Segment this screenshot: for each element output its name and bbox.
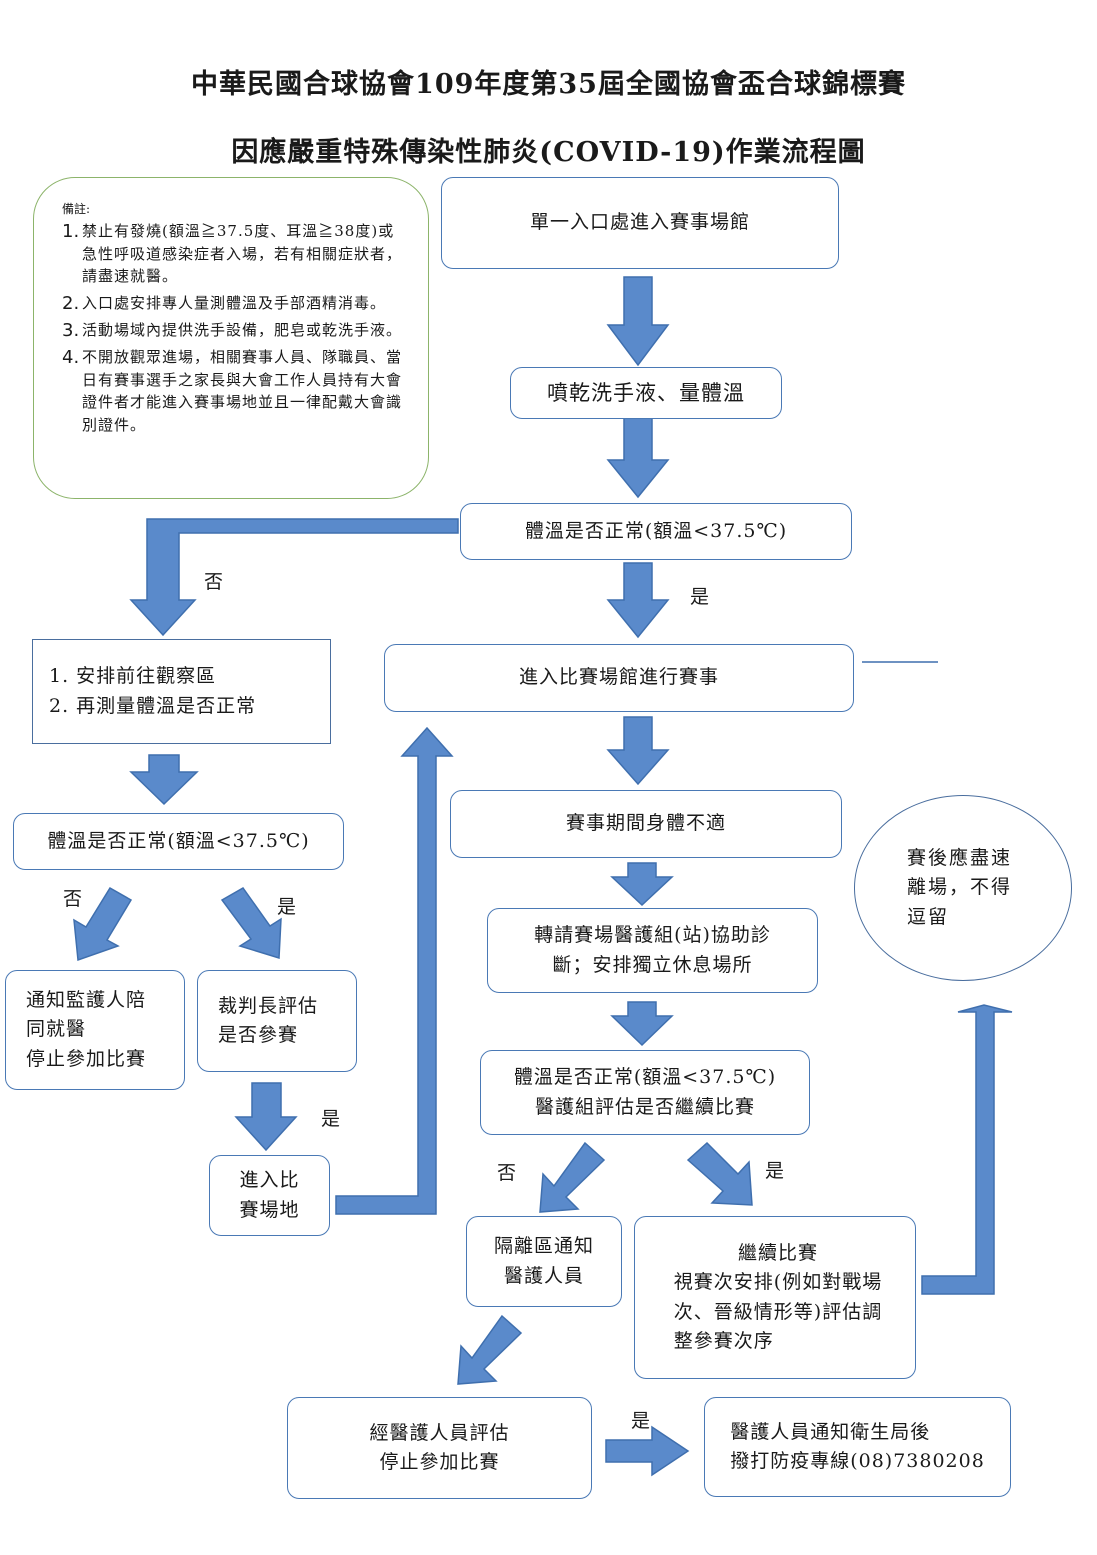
temp-check-box-2: 體溫是否正常(額溫<37.5℃): [13, 813, 344, 870]
match-box: 進入比賽場館進行賽事: [384, 644, 854, 712]
notes-heading: 備註:: [62, 202, 91, 216]
notes-box: 備註: 1.禁止有發燒(額溫≧37.5度、耳溫≧38度)或急性呼吸道感染症者入場…: [33, 177, 429, 499]
arrow-continue-to-leave: [921, 1004, 1013, 1295]
notes-item: 3.活動場域內提供洗手設備，肥皂或乾洗手液。: [62, 319, 403, 341]
health-bureau-box: 醫護人員通知衛生局後撥打防疫專線(08)7380208: [704, 1397, 1011, 1497]
no-label: 否: [204, 571, 224, 593]
arrow-stop-to-health: [605, 1425, 690, 1477]
notify-guardian-box: 通知監護人陪同就醫停止參加比賽: [5, 970, 185, 1090]
arrow-entry-to-sanitize: [606, 276, 670, 367]
yes-label: 是: [277, 896, 297, 918]
notes-list: 1.禁止有發燒(額溫≧37.5度、耳溫≧38度)或急性呼吸道感染症者入場，若有相…: [62, 220, 404, 436]
temp-check-box-3: 體溫是否正常(額溫<37.5℃)醫護組評估是否繼續比賽: [480, 1050, 810, 1135]
leave-venue-circle: 賽後應盡速離場，不得逗留: [854, 795, 1072, 981]
yes-label: 是: [765, 1160, 785, 1182]
entry-box: 單一入口處進入賽事場館: [441, 177, 839, 269]
continue-match-box: 繼續比賽 視賽次安排(例如對戰場 次、晉級情形等)評估調 整參賽次序: [634, 1216, 916, 1379]
arrow-temp-no-to-isolation: [539, 1141, 606, 1213]
arrow-medical-to-temp-check: [610, 1001, 674, 1047]
arrow-match-to-unwell: [606, 716, 670, 786]
enter-venue-box: 進入比賽場地: [209, 1155, 330, 1236]
sanitize-box: 噴乾洗手液、量體溫: [510, 367, 782, 419]
arrow-observe-to-temp-check: [129, 754, 199, 806]
yes-label: 是: [690, 586, 710, 608]
notes-item: 2.入口處安排專人量測體溫及手部酒精消毒。: [62, 292, 387, 314]
yes-label: 是: [321, 1108, 341, 1130]
no-label: 否: [63, 888, 83, 910]
diagram-title: 中華民國合球協會109年度第35屆全國協會盃合球錦標賽: [191, 69, 906, 100]
arrow-sanitize-to-temp-check: [606, 417, 670, 499]
arrow-enter-to-match: [335, 726, 454, 1215]
referee-box: 裁判長評估是否參賽: [197, 970, 357, 1072]
arrow-temp-yes-to-referee: [220, 887, 282, 959]
arrow-temp-no-to-guardian: [73, 886, 133, 962]
temp-check-box: 體溫是否正常(額溫<37.5℃): [460, 503, 852, 560]
isolation-box: 隔離區通知醫護人員: [466, 1216, 622, 1307]
arrow-temp-yes-to-match: [606, 562, 670, 639]
arrow-isolation-to-stop: [457, 1314, 523, 1385]
stop-match-box: 經醫護人員評估停止參加比賽: [287, 1397, 592, 1499]
medical-box: 轉請賽場醫護組(站)協助診斷；安排獨立休息場所: [487, 908, 818, 993]
yes-label: 是: [631, 1410, 651, 1432]
notes-item: 1.禁止有發燒(額溫≧37.5度、耳溫≧38度)或急性呼吸道感染症者入場，若有相…: [62, 221, 403, 285]
arrow-temp-no-to-observe: [129, 518, 459, 637]
arrow-unwell-to-medical: [610, 862, 674, 907]
no-label: 否: [497, 1162, 517, 1184]
diagram-subtitle: 因應嚴重特殊傳染性肺炎(COVID-19)作業流程圖: [231, 137, 866, 168]
notes-item: 4.不開放觀眾進場，相關賽事人員、隊職員、當日有賽事選手之家長與大會工作人員持有…: [62, 347, 403, 434]
arrow-temp-yes-to-continue: [686, 1141, 753, 1206]
unwell-box: 賽事期間身體不適: [450, 790, 842, 858]
arrow-referee-to-enter: [234, 1082, 298, 1152]
